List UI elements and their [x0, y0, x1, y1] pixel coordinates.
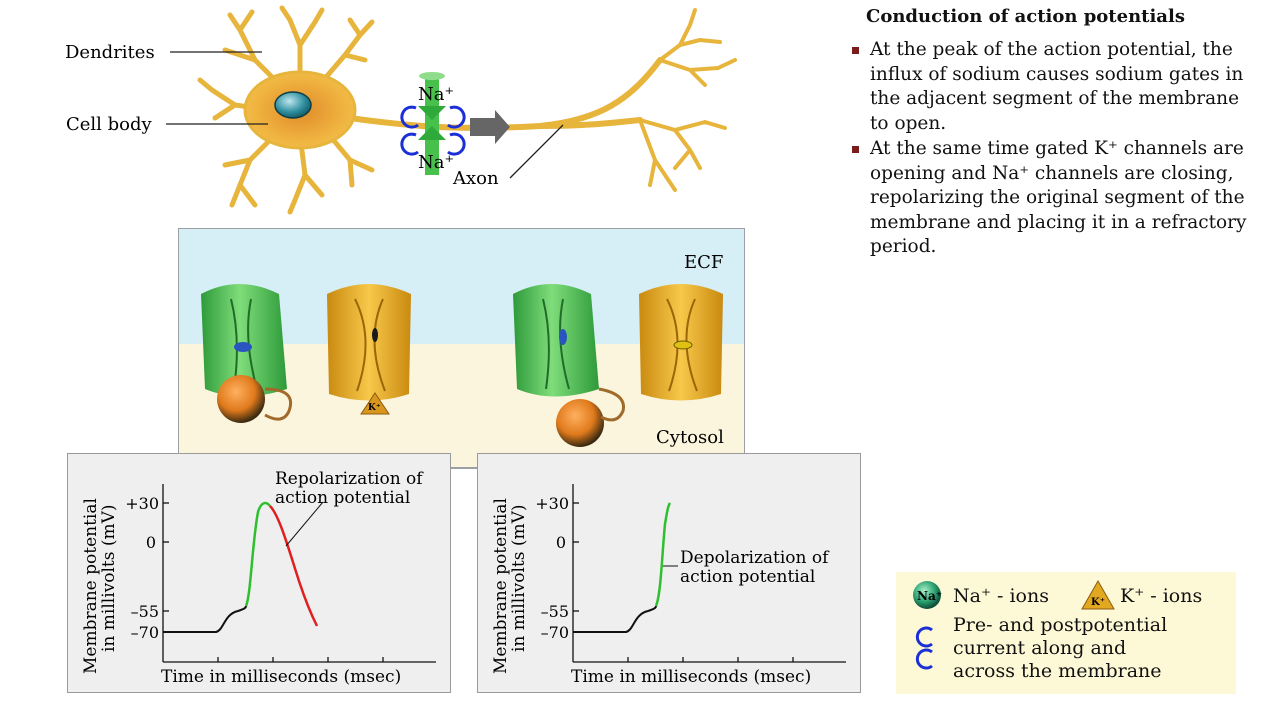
k-ion-label: K⁺: [368, 403, 381, 413]
panel-connector: [451, 467, 477, 469]
legend-box: Na⁺ K⁺ Na⁺ - ions K⁺ - ions Pre- and pos…: [896, 572, 1236, 694]
legend-icons: Na⁺ K⁺: [913, 579, 1115, 670]
axon-label: Axon: [452, 168, 499, 189]
repolarization-trace: [269, 505, 319, 627]
axon-shape: [347, 57, 663, 131]
nucleus-shape: [274, 91, 312, 119]
annotation-line2: action potential: [680, 567, 815, 587]
graph-repolarization: +30 0 –55 –70 Repolarization of action p…: [67, 453, 451, 693]
na-influx-graphic: [400, 72, 510, 175]
bullet-text: At the peak of the action potential, the…: [870, 39, 1244, 134]
tick-plus30: +30: [125, 494, 159, 513]
baseline-trace: [163, 605, 247, 633]
tick-minus70: –70: [541, 623, 569, 642]
baseline-trace: [573, 605, 657, 633]
channel-drawing: K⁺ ECF Cytosol: [201, 252, 724, 448]
k-channel-right: [639, 284, 723, 401]
current-arrows: [400, 105, 466, 156]
ion-channel-panel: K⁺ ECF Cytosol: [178, 228, 745, 468]
na-top-label: Na⁺: [418, 84, 454, 105]
x-ticks: [217, 657, 384, 662]
y-axis-label-line2: in millivolts (mV): [509, 504, 529, 652]
legend-k-text: K⁺ - ions: [1120, 585, 1203, 607]
annotation-line1: Repolarization of: [275, 469, 424, 489]
y-axis-label-line2: in millivolts (mV): [99, 504, 119, 652]
na-badge-label: Na⁺: [917, 589, 942, 603]
na-bottom-label: Na⁺: [418, 152, 454, 173]
neuron-illustration: Dendrites Cell body Axon Na⁺ Na⁺: [65, 5, 737, 215]
tick-plus30: +30: [535, 494, 569, 513]
y-ticks: [573, 502, 579, 633]
current-arrows-icon: [915, 626, 933, 670]
tick-minus70: –70: [131, 623, 159, 642]
tick-0: 0: [146, 533, 156, 552]
bullet-marker: [852, 146, 859, 153]
x-axis-label: Time in milliseconds (msec): [161, 667, 401, 687]
k-badge-label: K⁺: [1091, 597, 1105, 608]
legend-current-line3: across the membrane: [953, 660, 1162, 682]
ecf-label: ECF: [684, 252, 723, 273]
label-leader-lines: [166, 51, 564, 179]
annotation-line1: Depolarization of: [680, 548, 830, 568]
legend-current-line1: Pre- and postpotential: [953, 614, 1168, 636]
bullet-list: At the peak of the action potential, the…: [852, 38, 1262, 261]
propagation-arrow: [470, 110, 510, 144]
annotation-leader: [285, 501, 324, 547]
cytosol-label: Cytosol: [656, 427, 724, 448]
dendrite-branches: [197, 5, 737, 215]
k-ion-icon: [1081, 579, 1115, 610]
x-axis-label: Time in milliseconds (msec): [571, 667, 811, 687]
na-channel-right: [513, 284, 625, 447]
tick-minus55: –55: [541, 602, 569, 621]
y-ticks: [163, 502, 169, 633]
graph-left-svg: +30 0 –55 –70 Repolarization of action p…: [81, 469, 436, 687]
x-ticks: [627, 657, 794, 662]
tick-0: 0: [556, 533, 566, 552]
legend-na-text: Na⁺ - ions: [953, 585, 1049, 607]
slide-title: Conduction of action potentials: [866, 6, 1185, 27]
cell-body-label: Cell body: [66, 114, 153, 135]
tick-minus55: –55: [131, 602, 159, 621]
bullet-item: At the peak of the action potential, the…: [852, 38, 1262, 136]
legend-current-line2: current along and: [953, 637, 1127, 659]
na-ion-icon: [913, 581, 941, 609]
na-channel-left: [201, 284, 292, 423]
graph-depolarization: +30 0 –55 –70 Depolarization of action p…: [477, 453, 861, 693]
dendrites-label: Dendrites: [65, 42, 155, 63]
graph-right-svg: +30 0 –55 –70 Depolarization of action p…: [491, 484, 846, 687]
y-axis-label-line1: Membrane potential: [491, 498, 511, 674]
annotation-line2: action potential: [275, 488, 410, 508]
depolarization-trace: [244, 501, 271, 607]
k-channel-left: K⁺: [327, 284, 411, 415]
bullet-text: At the same time gated K⁺ channels are o…: [870, 138, 1247, 257]
bullet-marker: [852, 47, 859, 54]
depolarization-trace: [654, 502, 672, 607]
y-axis-label-line1: Membrane potential: [81, 498, 101, 674]
bullet-item: At the same time gated K⁺ channels are o…: [852, 137, 1262, 260]
